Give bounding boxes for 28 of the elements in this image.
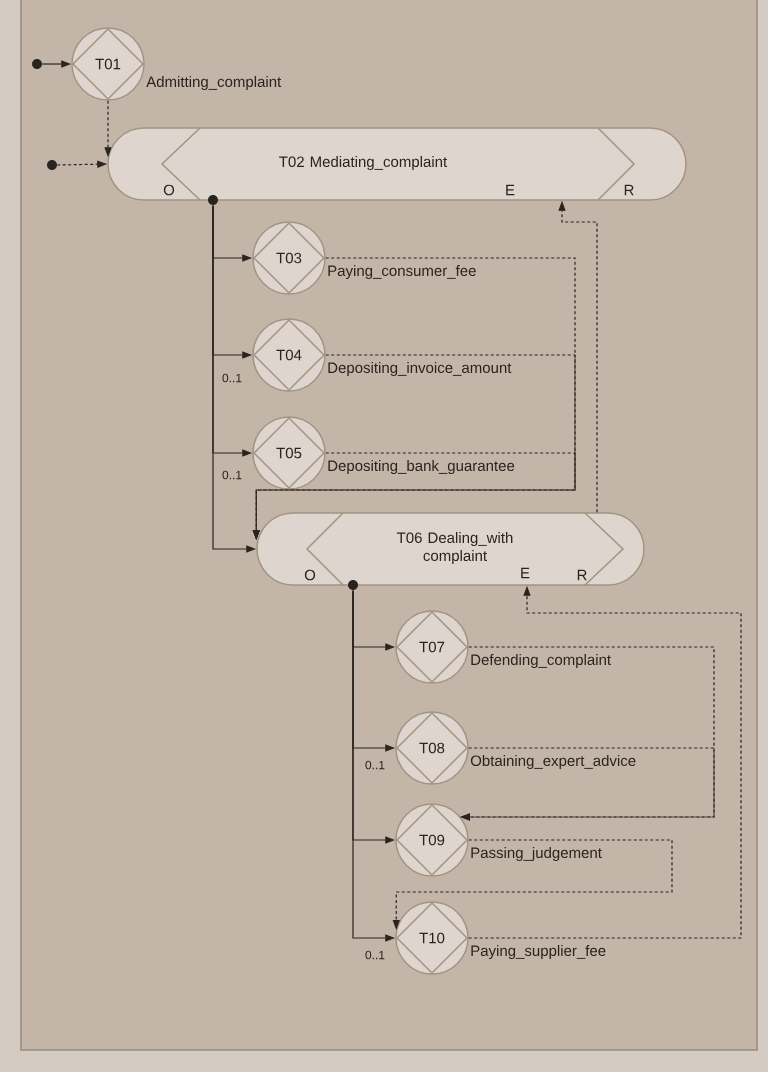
transaction-id: T09 [419,834,445,846]
transaction-name: Admitting_complaint [146,76,282,90]
transaction-name: Depositing_bank_guarantee [328,460,515,474]
transaction-name: Passing_judgement [471,847,602,861]
phase-letter: R [577,569,587,581]
transaction-id: T05 [276,447,302,459]
multiplicity-label: 0..1 [222,470,242,480]
phase-letter: R [624,184,634,196]
transaction-name: Paying_consumer_fee [328,265,476,279]
transaction-name: Paying_supplier_fee [471,945,606,959]
multiplicity-label: 0..1 [365,760,385,770]
transaction-id: T04 [276,349,302,361]
phase-letter: O [304,569,316,581]
transaction-id: T03 [276,252,302,264]
transaction-name: Obtaining_expert_advice [470,755,636,769]
transaction-title: T02 Mediating_complaint [279,156,448,170]
transaction-id: T10 [419,932,445,944]
transaction-id: T08 [419,742,445,754]
phase-letter: E [521,567,530,579]
phase-letter: O [163,184,175,196]
transaction-id: T01 [95,58,121,70]
transaction-id: T07 [419,641,445,653]
multiplicity-label: 0..1 [365,950,385,960]
transaction-title: T06 Dealing_with complaint [396,532,513,564]
transaction-name: Depositing_invoice_amount [328,362,512,376]
transaction-name: Defending_complaint [471,654,611,668]
phase-letter: E [506,184,515,196]
multiplicity-label: 0..1 [222,373,242,383]
